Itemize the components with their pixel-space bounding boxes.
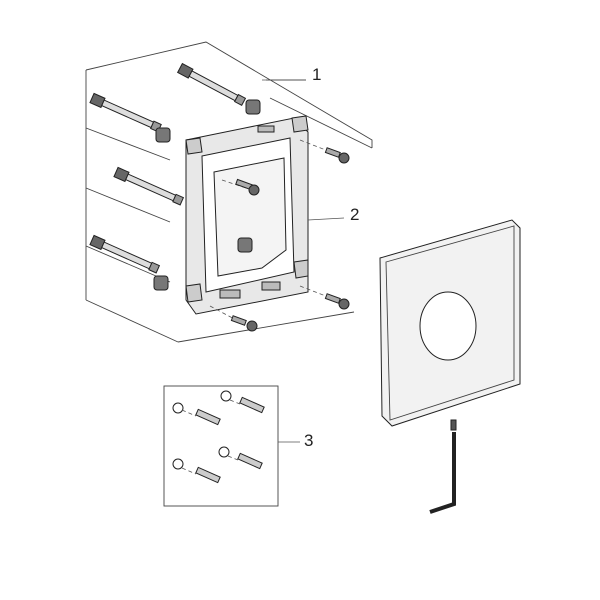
mounting-bracket <box>185 115 309 315</box>
callout-3: 3 <box>278 431 313 450</box>
anchor-bolt-upper-left <box>89 92 162 133</box>
screw-kit-box <box>163 385 279 507</box>
bracket-screw-right <box>299 139 350 164</box>
anchor-bolt-top <box>176 62 247 107</box>
anchor-bolt-middle-left <box>113 166 185 206</box>
anchor-bolt-lower-left <box>89 234 161 274</box>
bracket-screw-bottom-left <box>209 305 258 332</box>
cover-plate <box>379 219 521 427</box>
bracket-screw-bottom-right <box>299 285 350 310</box>
bracket-nut-middle <box>237 237 253 253</box>
callout-2-label: 2 <box>350 205 359 224</box>
anchor-nut-lower-left <box>153 275 169 291</box>
callout-2: 2 <box>307 205 359 224</box>
anchor-nut-top <box>245 99 261 115</box>
screw-kit-items <box>172 390 265 484</box>
callout-3-label: 3 <box>304 431 313 450</box>
callout-1: 1 <box>262 65 321 84</box>
bracket-screw-top <box>221 178 260 196</box>
hex-key-tool <box>429 419 457 514</box>
anchor-nut-upper-left <box>155 127 171 143</box>
callout-1-label: 1 <box>312 65 321 84</box>
wall-anchor-group-frame <box>85 41 373 343</box>
